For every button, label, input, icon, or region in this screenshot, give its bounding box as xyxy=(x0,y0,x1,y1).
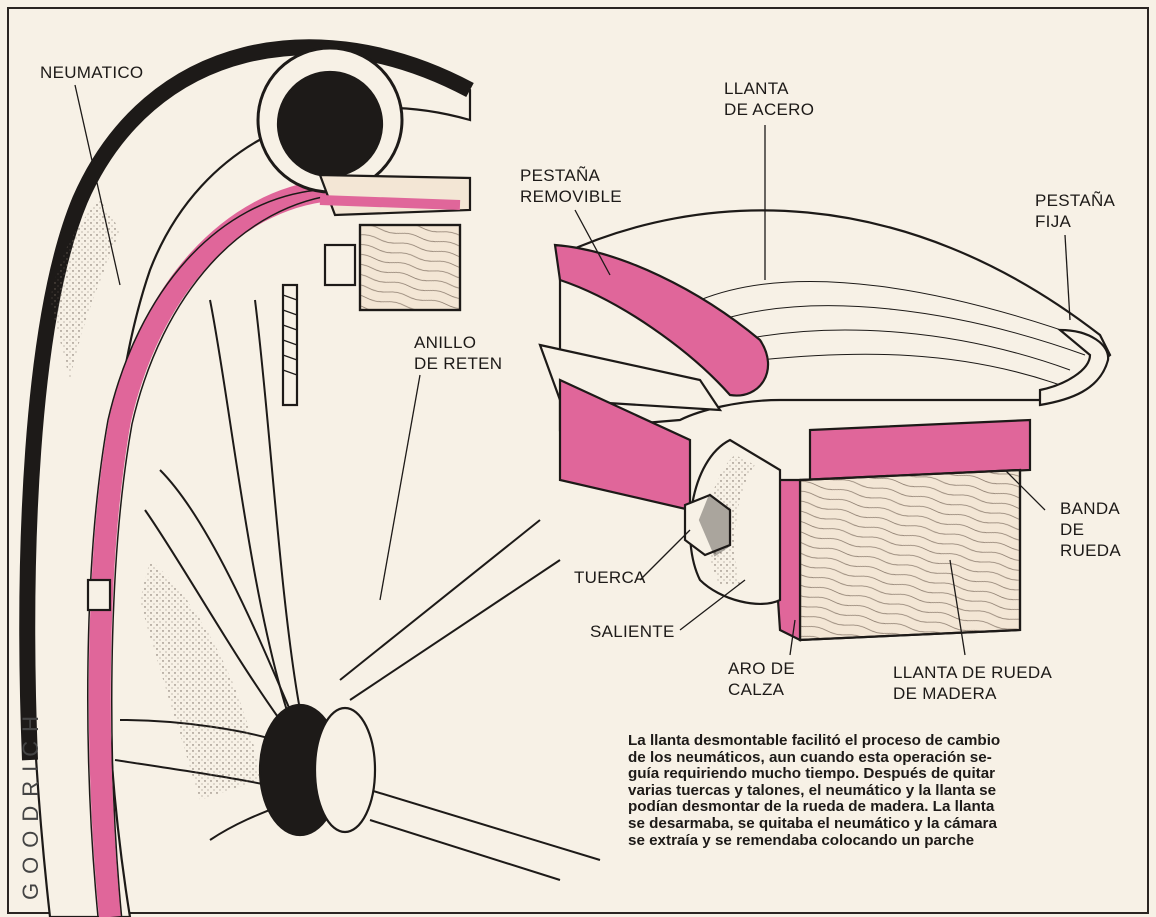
caption-line: de los neumáticos, aun cuando esta opera… xyxy=(628,750,1138,767)
valve-stem xyxy=(88,580,110,610)
clamp-bolt xyxy=(325,245,355,285)
label-llanta-de-rueda-de-madera: LLANTA DE RUEDA DE MADERA xyxy=(893,662,1052,704)
label-aro-de-calza: ARO DE CALZA xyxy=(728,658,795,700)
label-banda-de-rueda: BANDA DE RUEDA xyxy=(1060,498,1121,561)
caption-line: se extraía y se remendaba colocando un p… xyxy=(628,833,1138,850)
label-pestana-removible: PESTAÑA REMOVIBLE xyxy=(520,165,622,207)
caption-line: guía requiriendo mucho tiempo. Después d… xyxy=(628,766,1138,783)
label-anillo-de-reten: ANILLO DE RETEN xyxy=(414,332,502,374)
label-pestana-fija: PESTAÑA FIJA xyxy=(1035,190,1115,232)
spoke xyxy=(210,300,290,720)
hub xyxy=(315,708,375,832)
caption: La llanta desmontable facilitó el proces… xyxy=(628,733,1138,849)
caption-line: podían desmontar de la rueda de madera. … xyxy=(628,799,1138,816)
bolt-shaft xyxy=(283,285,297,405)
label-saliente: SALIENTE xyxy=(590,621,675,642)
caption-line: La llanta desmontable facilitó el proces… xyxy=(628,733,1138,750)
label-tuerca: TUERCA xyxy=(574,567,646,588)
tire-brand-text: GOODRICH xyxy=(18,707,44,900)
label-llanta-de-acero: LLANTA DE ACERO xyxy=(724,78,814,120)
caption-line: varias tuercas y talones, el neumático y… xyxy=(628,783,1138,800)
tube-inner xyxy=(278,72,382,176)
label-neumatico: NEUMATICO xyxy=(40,62,143,83)
wheel-left xyxy=(27,47,600,917)
caption-line: se desarmaba, se quitaba el neumático y … xyxy=(628,816,1138,833)
